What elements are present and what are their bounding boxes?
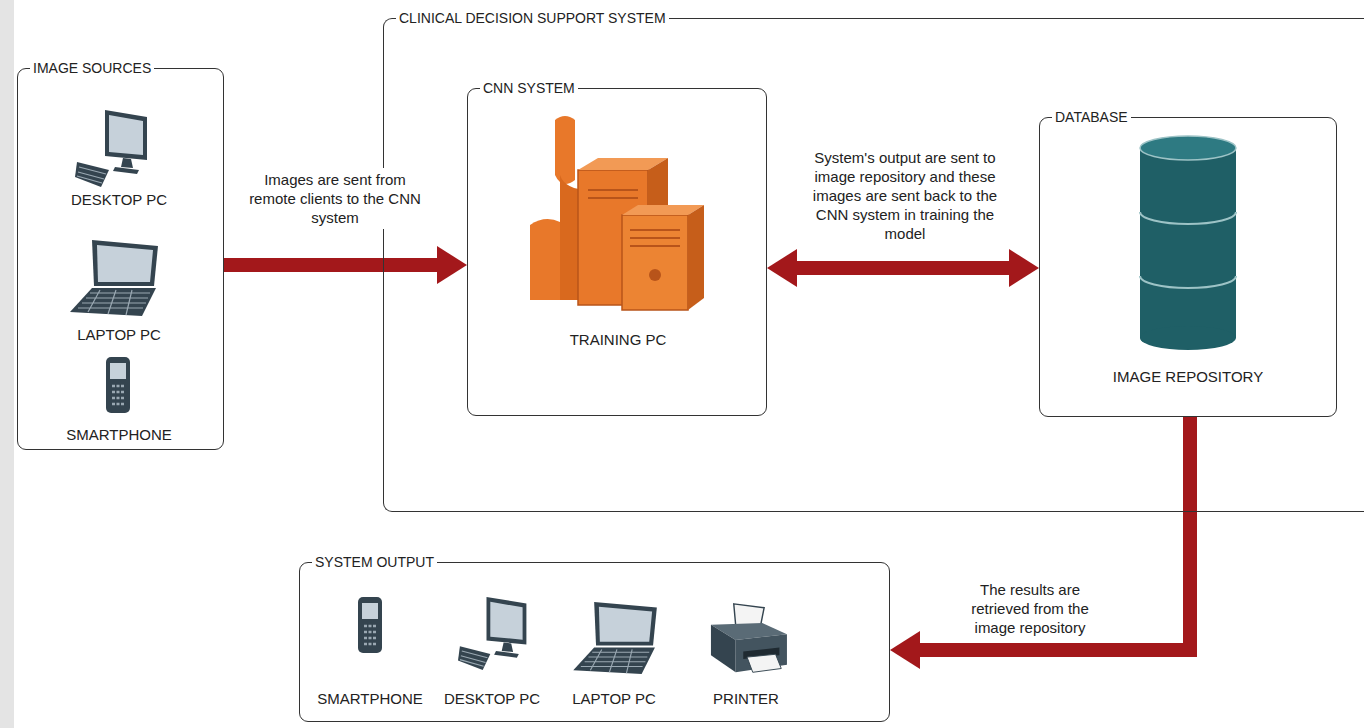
group-box: IMAGE SOURCESDESKTOP PCLAPTOP PCSMARTPHO… — [17, 68, 224, 450]
system-boundary: CLINICAL DECISION SUPPORT SYSTEMCNN SYST… — [383, 18, 1364, 512]
icon-label: SMARTPHONE — [66, 426, 172, 444]
edge-label: Images are sent from remote clients to t… — [240, 168, 430, 229]
flow-arrow — [890, 417, 1190, 669]
group-heading: CNN SYSTEM — [480, 79, 578, 97]
device-icons — [70, 110, 787, 674]
flow-arrow — [224, 246, 467, 284]
edge-label: System's output are sent to image reposi… — [793, 146, 1017, 245]
edge-label: The results are retrieved from the image… — [952, 578, 1108, 639]
database-cylinder — [1140, 136, 1236, 350]
arrow-head — [890, 631, 920, 669]
icon-label: DESKTOP PC — [71, 191, 167, 209]
group-box: SYSTEM OUTPUTSMARTPHONEDESKTOP PCLAPTOP … — [299, 562, 890, 722]
icon-label: PRINTER — [713, 690, 779, 708]
group-heading: IMAGE SOURCES — [30, 59, 154, 77]
database-box: DATABASEIMAGE REPOSITORY — [1039, 117, 1337, 417]
icon-label: DESKTOP PC — [444, 690, 540, 708]
server-icon — [530, 116, 704, 310]
flow-arrow — [767, 249, 1039, 287]
icon-label: IMAGE REPOSITORY — [1113, 368, 1263, 386]
icon-label: LAPTOP PC — [77, 326, 161, 344]
group-heading: SYSTEM OUTPUT — [312, 553, 437, 571]
slide-margin — [0, 0, 14, 728]
arrow-shaft — [224, 258, 439, 272]
arrow-shaft — [795, 261, 1011, 275]
icon-label: TRAINING PC — [570, 331, 667, 349]
arrow-head — [767, 249, 797, 287]
icon-label: SMARTPHONE — [317, 690, 423, 708]
group-heading: DATABASE — [1052, 108, 1131, 126]
group-heading: CLINICAL DECISION SUPPORT SYSTEM — [396, 9, 669, 27]
arrow-head — [1009, 249, 1039, 287]
process-box: CNN SYSTEMTRAINING PC — [467, 88, 767, 416]
arrow-shaft — [918, 417, 1190, 650]
icon-label: LAPTOP PC — [572, 690, 656, 708]
arrow-head — [437, 246, 467, 284]
